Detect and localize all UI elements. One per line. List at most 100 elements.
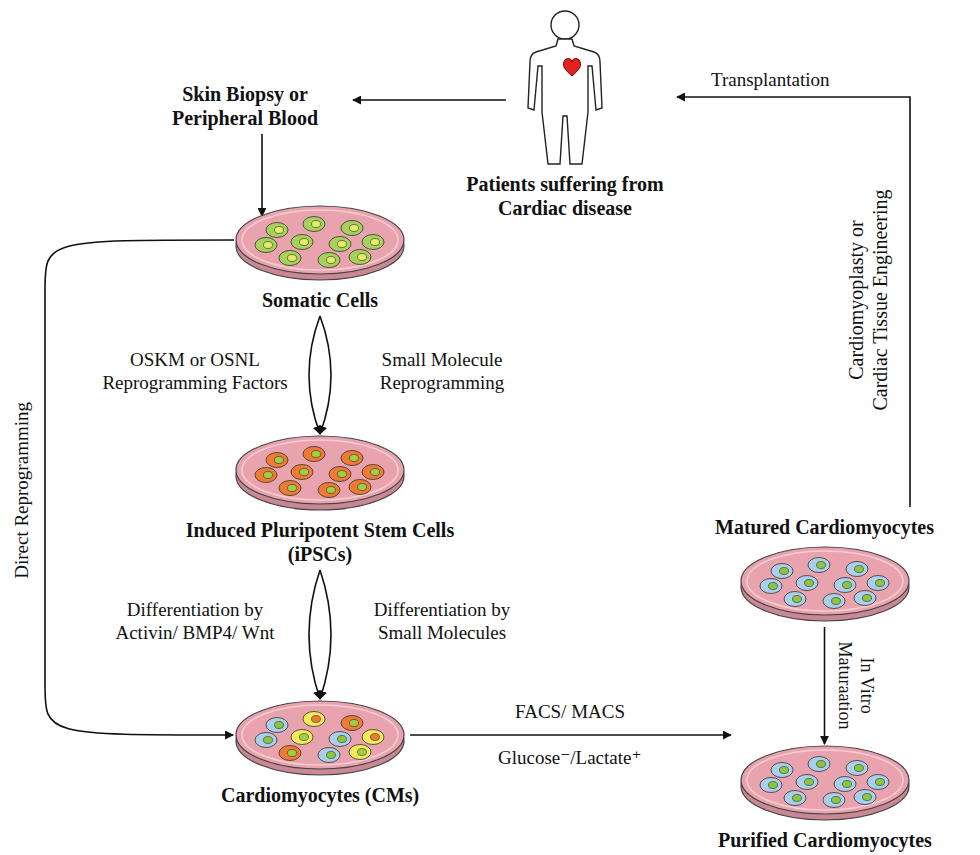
cell-nucleus (350, 720, 359, 727)
node-label: Induced Pluripotent Stem Cells (iPSCs) (155, 518, 485, 566)
patient-figure (510, 8, 620, 168)
cell (341, 451, 363, 466)
cell (329, 467, 351, 482)
cell (760, 579, 782, 594)
cell (255, 468, 277, 483)
cell-nucleus (312, 221, 321, 228)
dish-rim (242, 440, 398, 500)
cell-nucleus (371, 734, 380, 741)
cell (854, 790, 876, 805)
cell-nucleus (350, 455, 359, 462)
dish-top (236, 436, 404, 504)
edge-label: OSKM or OSNL Reprogramming Factors (85, 349, 305, 395)
cell (291, 465, 313, 480)
cell-nucleus (854, 765, 863, 772)
node-label: Skin Biopsy or Peripheral Blood (145, 82, 345, 130)
cell-nucleus (792, 795, 801, 802)
connector-arrow (320, 570, 331, 699)
cell (867, 775, 889, 790)
edge-label: Differentiation by Activin/ BMP4/ Wnt (106, 599, 284, 645)
cell-nucleus (854, 566, 863, 573)
cell (318, 483, 340, 498)
cell (279, 746, 301, 761)
dish-rim (242, 210, 398, 270)
cell (796, 775, 818, 790)
cell-nucleus (792, 596, 801, 603)
cell (255, 238, 277, 253)
cell-nucleus (842, 781, 851, 788)
cell (854, 591, 876, 606)
cell (266, 718, 288, 733)
dish-top (236, 206, 404, 274)
patient-node: Patients suffering from Cardiac disease (461, 8, 669, 220)
connector-arrow (320, 316, 331, 434)
cell (341, 221, 363, 236)
petri-dish (737, 742, 913, 824)
cell (846, 761, 868, 776)
cell-nucleus (875, 779, 884, 786)
cell-nucleus (804, 580, 813, 587)
cell (329, 732, 351, 747)
connector-arrow (824, 627, 826, 744)
dish-top (741, 746, 909, 814)
cell (823, 793, 845, 808)
cell (796, 576, 818, 591)
cell-dish-node: Matured Cardiomyocytes (715, 515, 934, 625)
cell-nucleus (338, 241, 347, 248)
node-label: Somatic Cells (232, 288, 408, 312)
cell (349, 250, 371, 265)
dish-top (741, 547, 909, 615)
cell-nucleus (831, 598, 840, 605)
cell-dish-node: Purified Cardiomyocytes (718, 742, 932, 852)
cell-nucleus (312, 716, 321, 723)
cell-nucleus (816, 761, 825, 768)
cell (349, 745, 371, 760)
cell-nucleus (264, 737, 273, 744)
cell-nucleus (816, 562, 825, 569)
cell-nucleus (300, 734, 309, 741)
cell (303, 712, 325, 727)
cell-nucleus (371, 239, 380, 246)
connector-arrow (309, 570, 320, 699)
cell-nucleus (264, 242, 273, 249)
cell (362, 235, 384, 250)
cell-nucleus (768, 782, 777, 789)
cell (303, 447, 325, 462)
annotation-label: Glucose⁻/Lactate⁺ (498, 747, 642, 770)
cell (784, 791, 806, 806)
cell-nucleus (338, 471, 347, 478)
cell-nucleus (312, 451, 321, 458)
edge-label: Differentiation by Small Molecules (362, 599, 522, 645)
cell (846, 562, 868, 577)
node-label: Purified Cardiomyocytes (718, 828, 932, 852)
cell-nucleus (300, 239, 309, 246)
cell-nucleus (371, 469, 380, 476)
cell-nucleus (842, 582, 851, 589)
cell-nucleus (779, 568, 788, 575)
cell-nucleus (288, 750, 297, 757)
connector-arrow (353, 99, 506, 101)
text-node: Skin Biopsy or Peripheral Blood (145, 82, 345, 130)
cell-nucleus (275, 722, 284, 729)
cell-nucleus (358, 749, 367, 756)
cell-dish-node: Induced Pluripotent Stem Cells (iPSCs) (155, 432, 485, 566)
cell-nucleus (327, 487, 336, 494)
figure-head (551, 11, 579, 39)
cell (349, 480, 371, 495)
cell (823, 594, 845, 609)
connector-arrow (677, 97, 910, 507)
cell-nucleus (338, 736, 347, 743)
cell (279, 481, 301, 496)
cell (291, 235, 313, 250)
connector-arrow (45, 240, 234, 735)
dish-rim (242, 705, 398, 765)
dish-top (236, 701, 404, 769)
cell-nucleus (300, 469, 309, 476)
cell-nucleus (862, 595, 871, 602)
cell (362, 730, 384, 745)
cell-nucleus (327, 752, 336, 759)
node-label: Patients suffering from Cardiac disease (461, 172, 669, 220)
